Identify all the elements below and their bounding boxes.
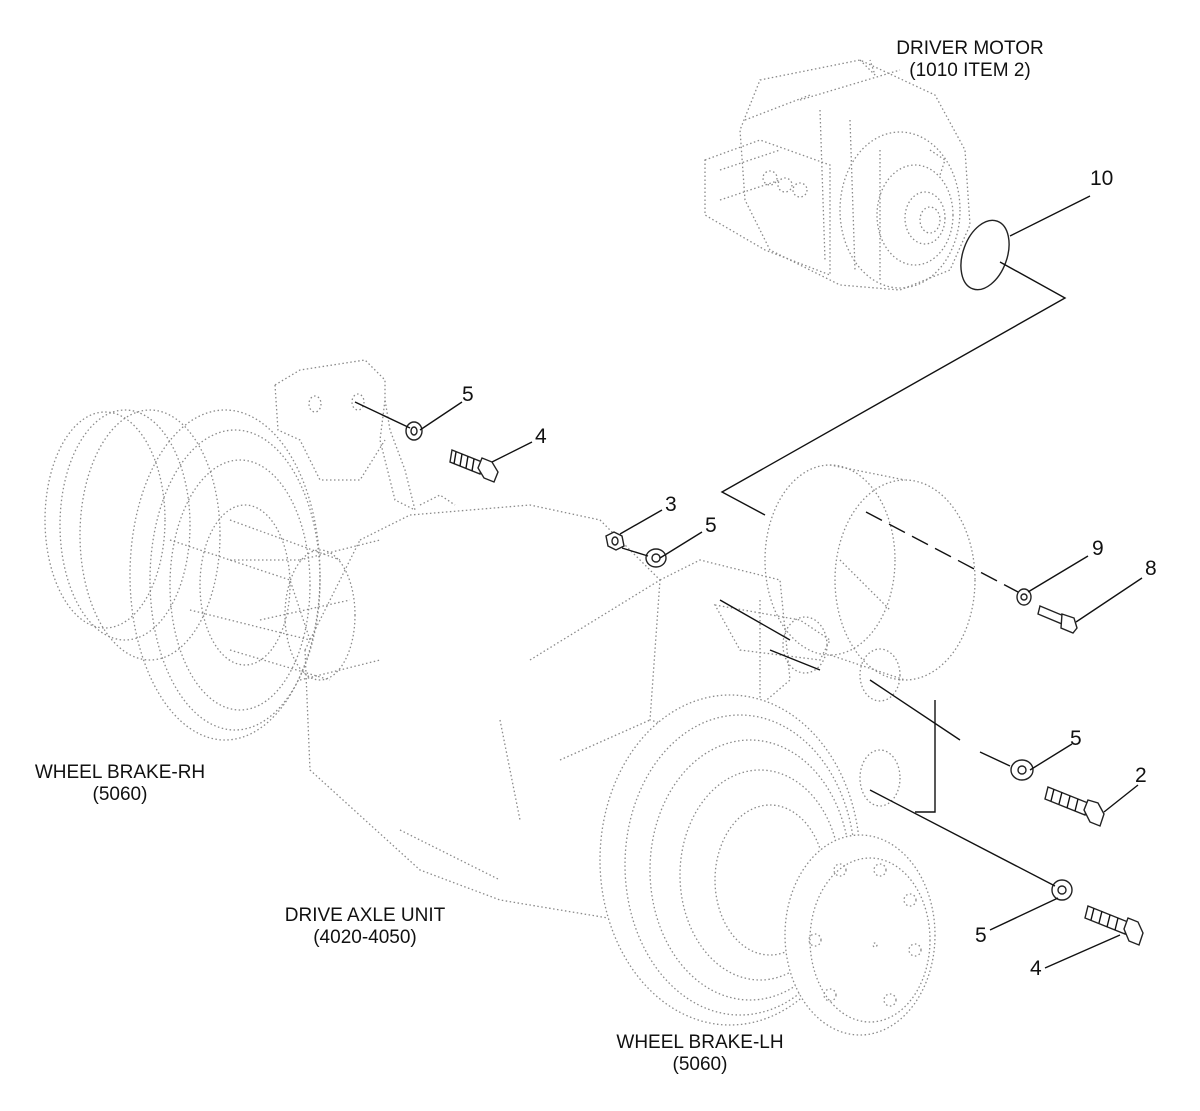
wheel-brake-lh-drawing	[599, 694, 936, 1036]
callout-3: 3	[665, 493, 677, 516]
callout-10: 10	[1090, 167, 1114, 190]
washer-item-5-top	[405, 421, 423, 441]
callout-5-right: 5	[1070, 727, 1082, 750]
nut-item-3	[605, 531, 625, 551]
callout-5-mid: 5	[705, 514, 717, 537]
driver-motor-ref: (1010 ITEM 2)	[909, 60, 1031, 81]
wheel-brake-lh-name: WHEEL BRAKE-LH	[616, 1032, 784, 1053]
callout-5-top: 5	[462, 383, 474, 406]
washer-item-5-right	[1010, 759, 1034, 781]
callout-4-bottom: 4	[1030, 957, 1042, 980]
wheel-brake-rh-label: WHEEL BRAKE-RH (5060)	[20, 762, 220, 806]
bolt-item-2	[1044, 786, 1105, 827]
wheel-brake-lh-ref: (5060)	[672, 1054, 728, 1075]
wheel-brake-rh-drawing	[44, 409, 341, 741]
o-ring	[960, 219, 1010, 291]
washer-item-5-mid	[645, 548, 667, 568]
wheel-brake-rh-ref: (5060)	[92, 784, 148, 805]
callout-5-bottom: 5	[975, 924, 987, 947]
drive-axle-unit-label: DRIVE AXLE UNIT (4020-4050)	[265, 905, 465, 949]
driver-motor-drawing	[704, 59, 971, 291]
driver-motor-label: DRIVER MOTOR (1010 ITEM 2)	[880, 38, 1060, 82]
driver-motor-name: DRIVER MOTOR	[896, 38, 1044, 59]
washer-item-9	[1016, 588, 1032, 606]
screw-item-8	[1037, 605, 1078, 634]
washer-item-5-bottom	[1051, 879, 1073, 901]
wheel-brake-lh-label: WHEEL BRAKE-LH (5060)	[600, 1032, 800, 1076]
drive-axle-unit-name: DRIVE AXLE UNIT	[284, 905, 446, 926]
callout-2: 2	[1135, 764, 1147, 787]
drive-axle-drawing	[230, 464, 976, 921]
callout-9: 9	[1092, 537, 1104, 560]
bolt-item-4-bottom	[1084, 905, 1144, 946]
mount-bracket-drawing	[274, 359, 456, 512]
callout-4-top: 4	[535, 425, 547, 448]
bolt-item-4-top	[449, 449, 499, 483]
wheel-brake-rh-name: WHEEL BRAKE-RH	[34, 762, 206, 783]
callout-8: 8	[1145, 557, 1157, 580]
drive-axle-unit-ref: (4020-4050)	[313, 927, 417, 948]
